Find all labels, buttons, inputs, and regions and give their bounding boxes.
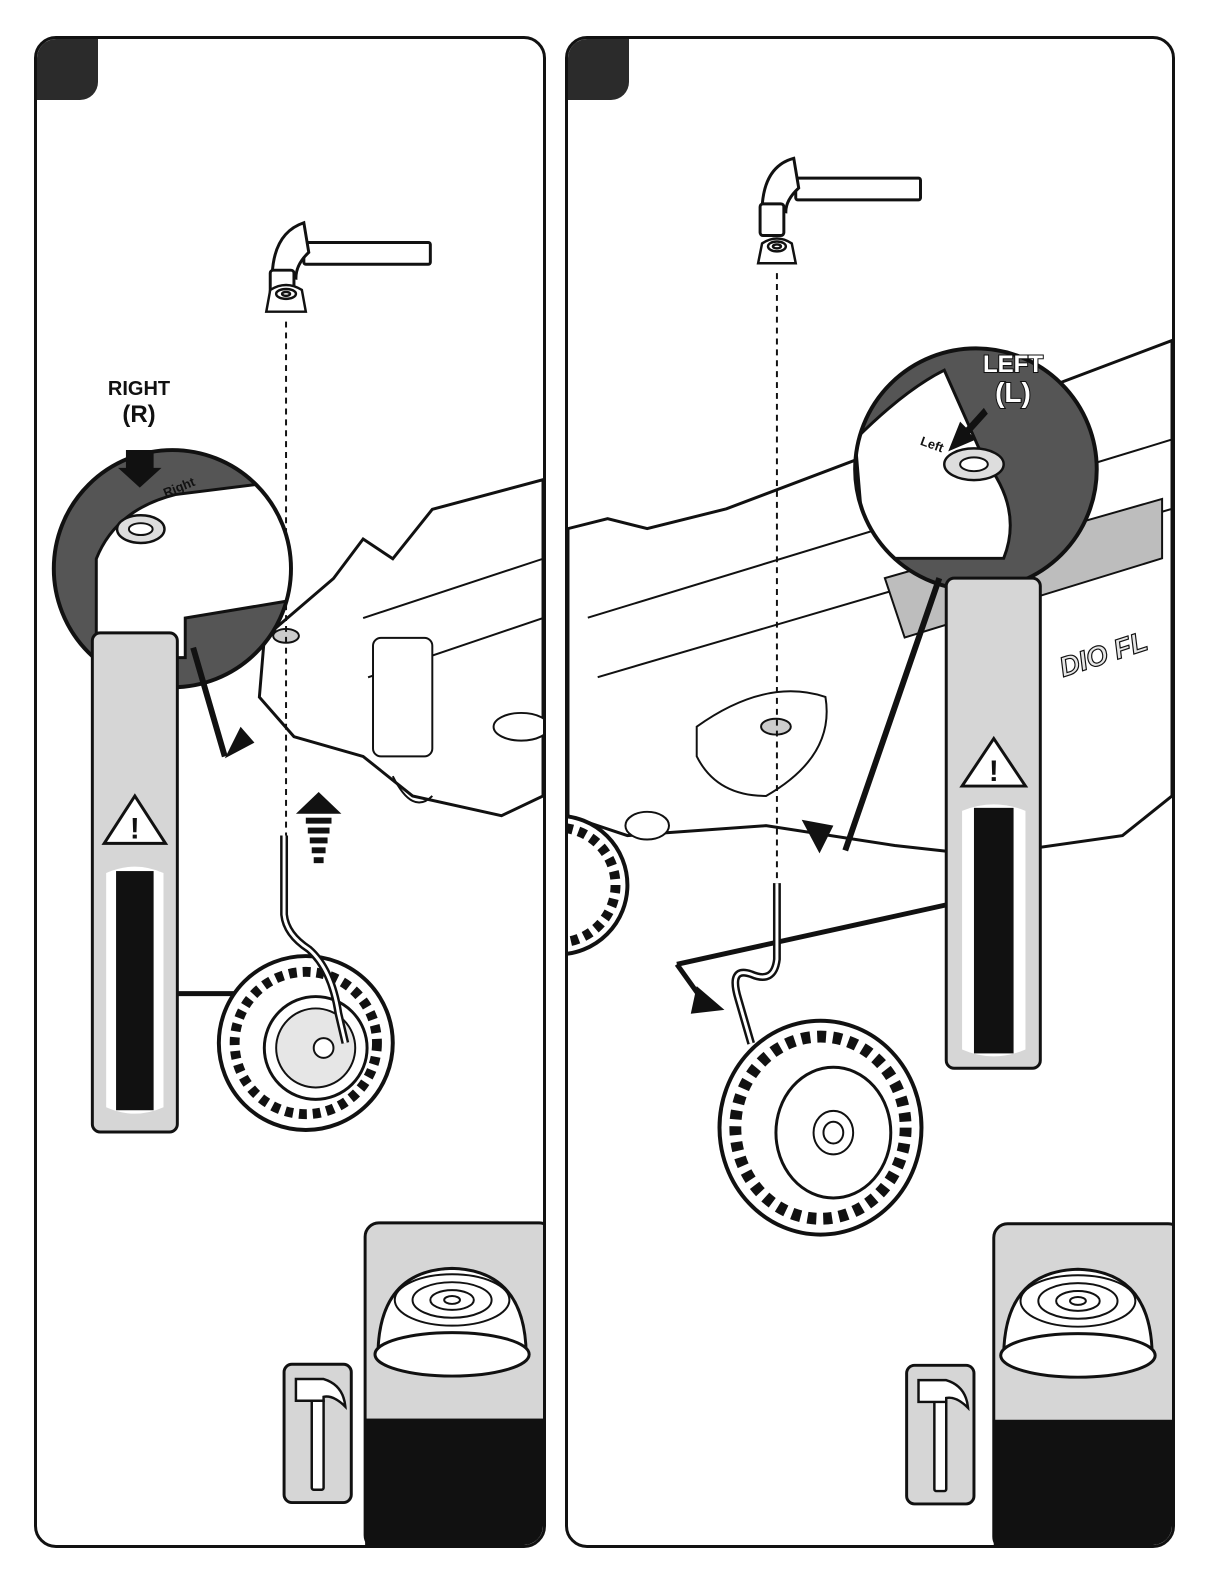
svg-text:!: ! <box>989 755 999 788</box>
axle-rod-icon <box>106 867 163 1114</box>
callout-code-right: (R) <box>95 403 183 427</box>
right-wheel-illustration: Right ! <box>37 39 543 1545</box>
left-wheel-illustration: DIO FL <box>568 39 1172 1545</box>
svg-text:!: ! <box>130 812 140 845</box>
cap-nut-icon <box>266 285 306 312</box>
callout-code-left: (L) <box>978 379 1048 407</box>
tool-badge <box>907 1365 974 1504</box>
wheel-icon <box>568 816 627 955</box>
step-panel-left-wheel: DIO FL <box>565 36 1175 1548</box>
cap-nut-icon <box>758 238 796 263</box>
wheel-icon <box>719 1021 921 1235</box>
wagon-body <box>259 480 543 816</box>
tool-badge <box>284 1364 351 1502</box>
axle-rod-icon <box>962 804 1025 1056</box>
wheel-icon <box>219 956 393 1130</box>
cap-nut-inset <box>994 1224 1172 1545</box>
cap-nut-inset <box>365 1223 543 1545</box>
step-panel-right-wheel: Right ! <box>34 36 546 1548</box>
callout-label-right: RIGHT <box>95 379 183 399</box>
up-arrow-icon <box>296 792 341 863</box>
hammer-icon <box>760 158 920 235</box>
callout-label-left: LEFT <box>968 353 1058 377</box>
